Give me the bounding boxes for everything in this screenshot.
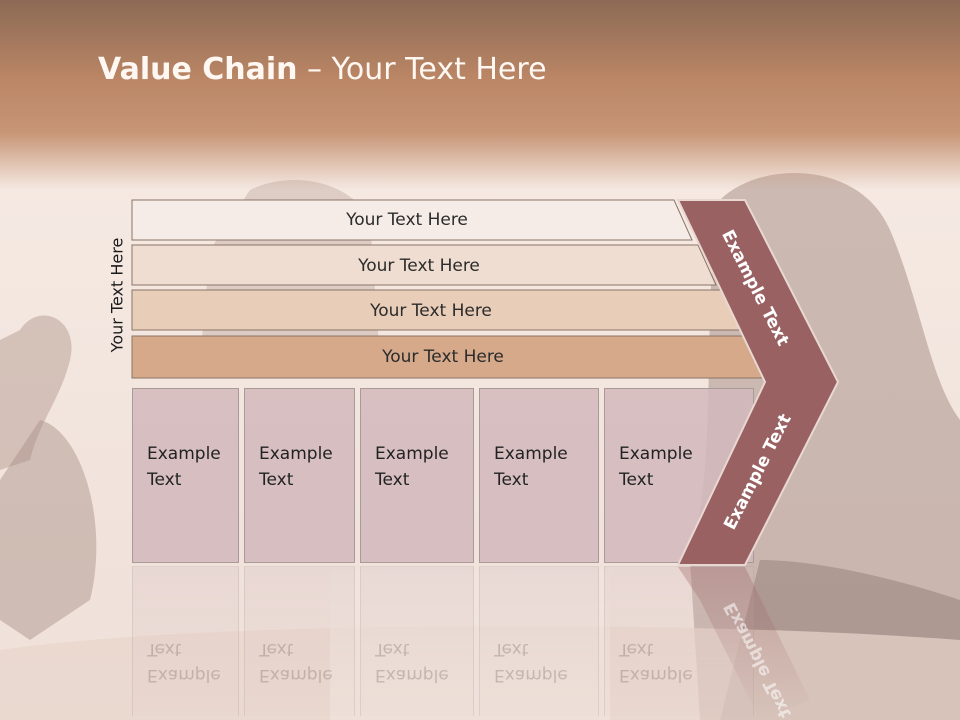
- slide-title: Value Chain – Your Text Here: [98, 52, 547, 87]
- title-band: [0, 0, 960, 190]
- title-rest: – Your Text Here: [297, 52, 547, 87]
- title-bold: Value Chain: [98, 52, 298, 87]
- stack-label-2: Your Text Here: [358, 256, 480, 276]
- chevron-shape: [676, 199, 840, 566]
- stack-label-1: Your Text Here: [346, 210, 468, 230]
- stack-label-3: Your Text Here: [370, 301, 492, 321]
- chevron-reflection: [678, 567, 810, 720]
- stack-label-4: Your Text Here: [382, 347, 504, 367]
